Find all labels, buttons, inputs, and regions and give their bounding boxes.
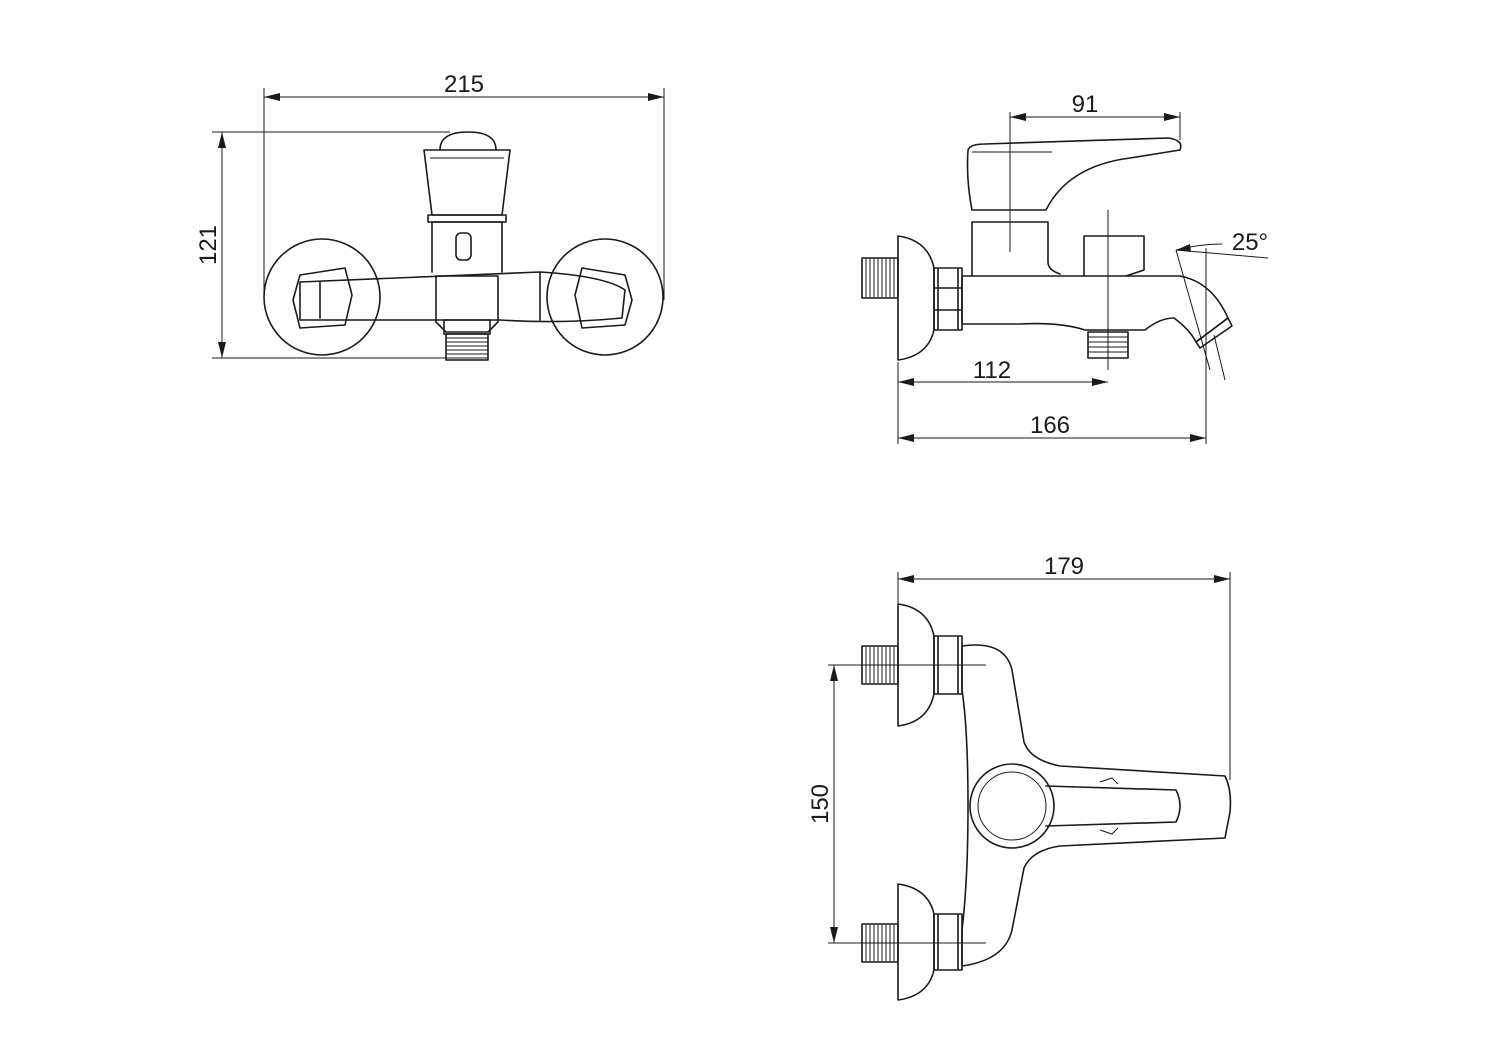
dim-label-112: 112	[973, 357, 1011, 384]
left-flange	[263, 238, 381, 356]
top-lower-hex	[933, 913, 963, 971]
side-body-spout	[961, 275, 1229, 343]
top-lower-flange	[897, 883, 935, 1001]
top-body	[961, 644, 1232, 967]
side-view	[861, 112, 1269, 444]
front-slot	[455, 232, 472, 261]
front-outlet	[435, 275, 499, 333]
top-handle-ring	[969, 763, 1055, 849]
front-outlet-thread	[445, 333, 489, 361]
side-diverter	[1083, 235, 1145, 277]
dim-label-215: 215	[444, 71, 484, 98]
left-nut	[292, 267, 353, 329]
dim-label-179: 179	[1044, 553, 1084, 580]
right-nut	[574, 267, 633, 329]
dimension-lines	[218, 93, 1230, 943]
side-flange	[897, 235, 935, 361]
top-lever	[1045, 785, 1181, 827]
dim-label-150: 150	[807, 784, 834, 824]
front-handle-top	[439, 131, 497, 151]
front-body	[299, 271, 626, 323]
side-lever	[966, 137, 1182, 211]
front-riser	[431, 221, 503, 273]
top-view	[828, 572, 1232, 1001]
dim-label-166: 166	[1030, 412, 1070, 439]
dim-label-121: 121	[195, 225, 222, 265]
side-hex-nut	[933, 267, 963, 331]
front-view	[212, 88, 665, 361]
front-handle	[423, 149, 511, 216]
dim-label-91: 91	[1072, 91, 1099, 118]
side-inlet-thread	[861, 257, 899, 299]
right-flange	[546, 238, 664, 356]
side-column	[971, 221, 1061, 277]
dim-label-25-degrees: 25°	[1232, 229, 1268, 256]
